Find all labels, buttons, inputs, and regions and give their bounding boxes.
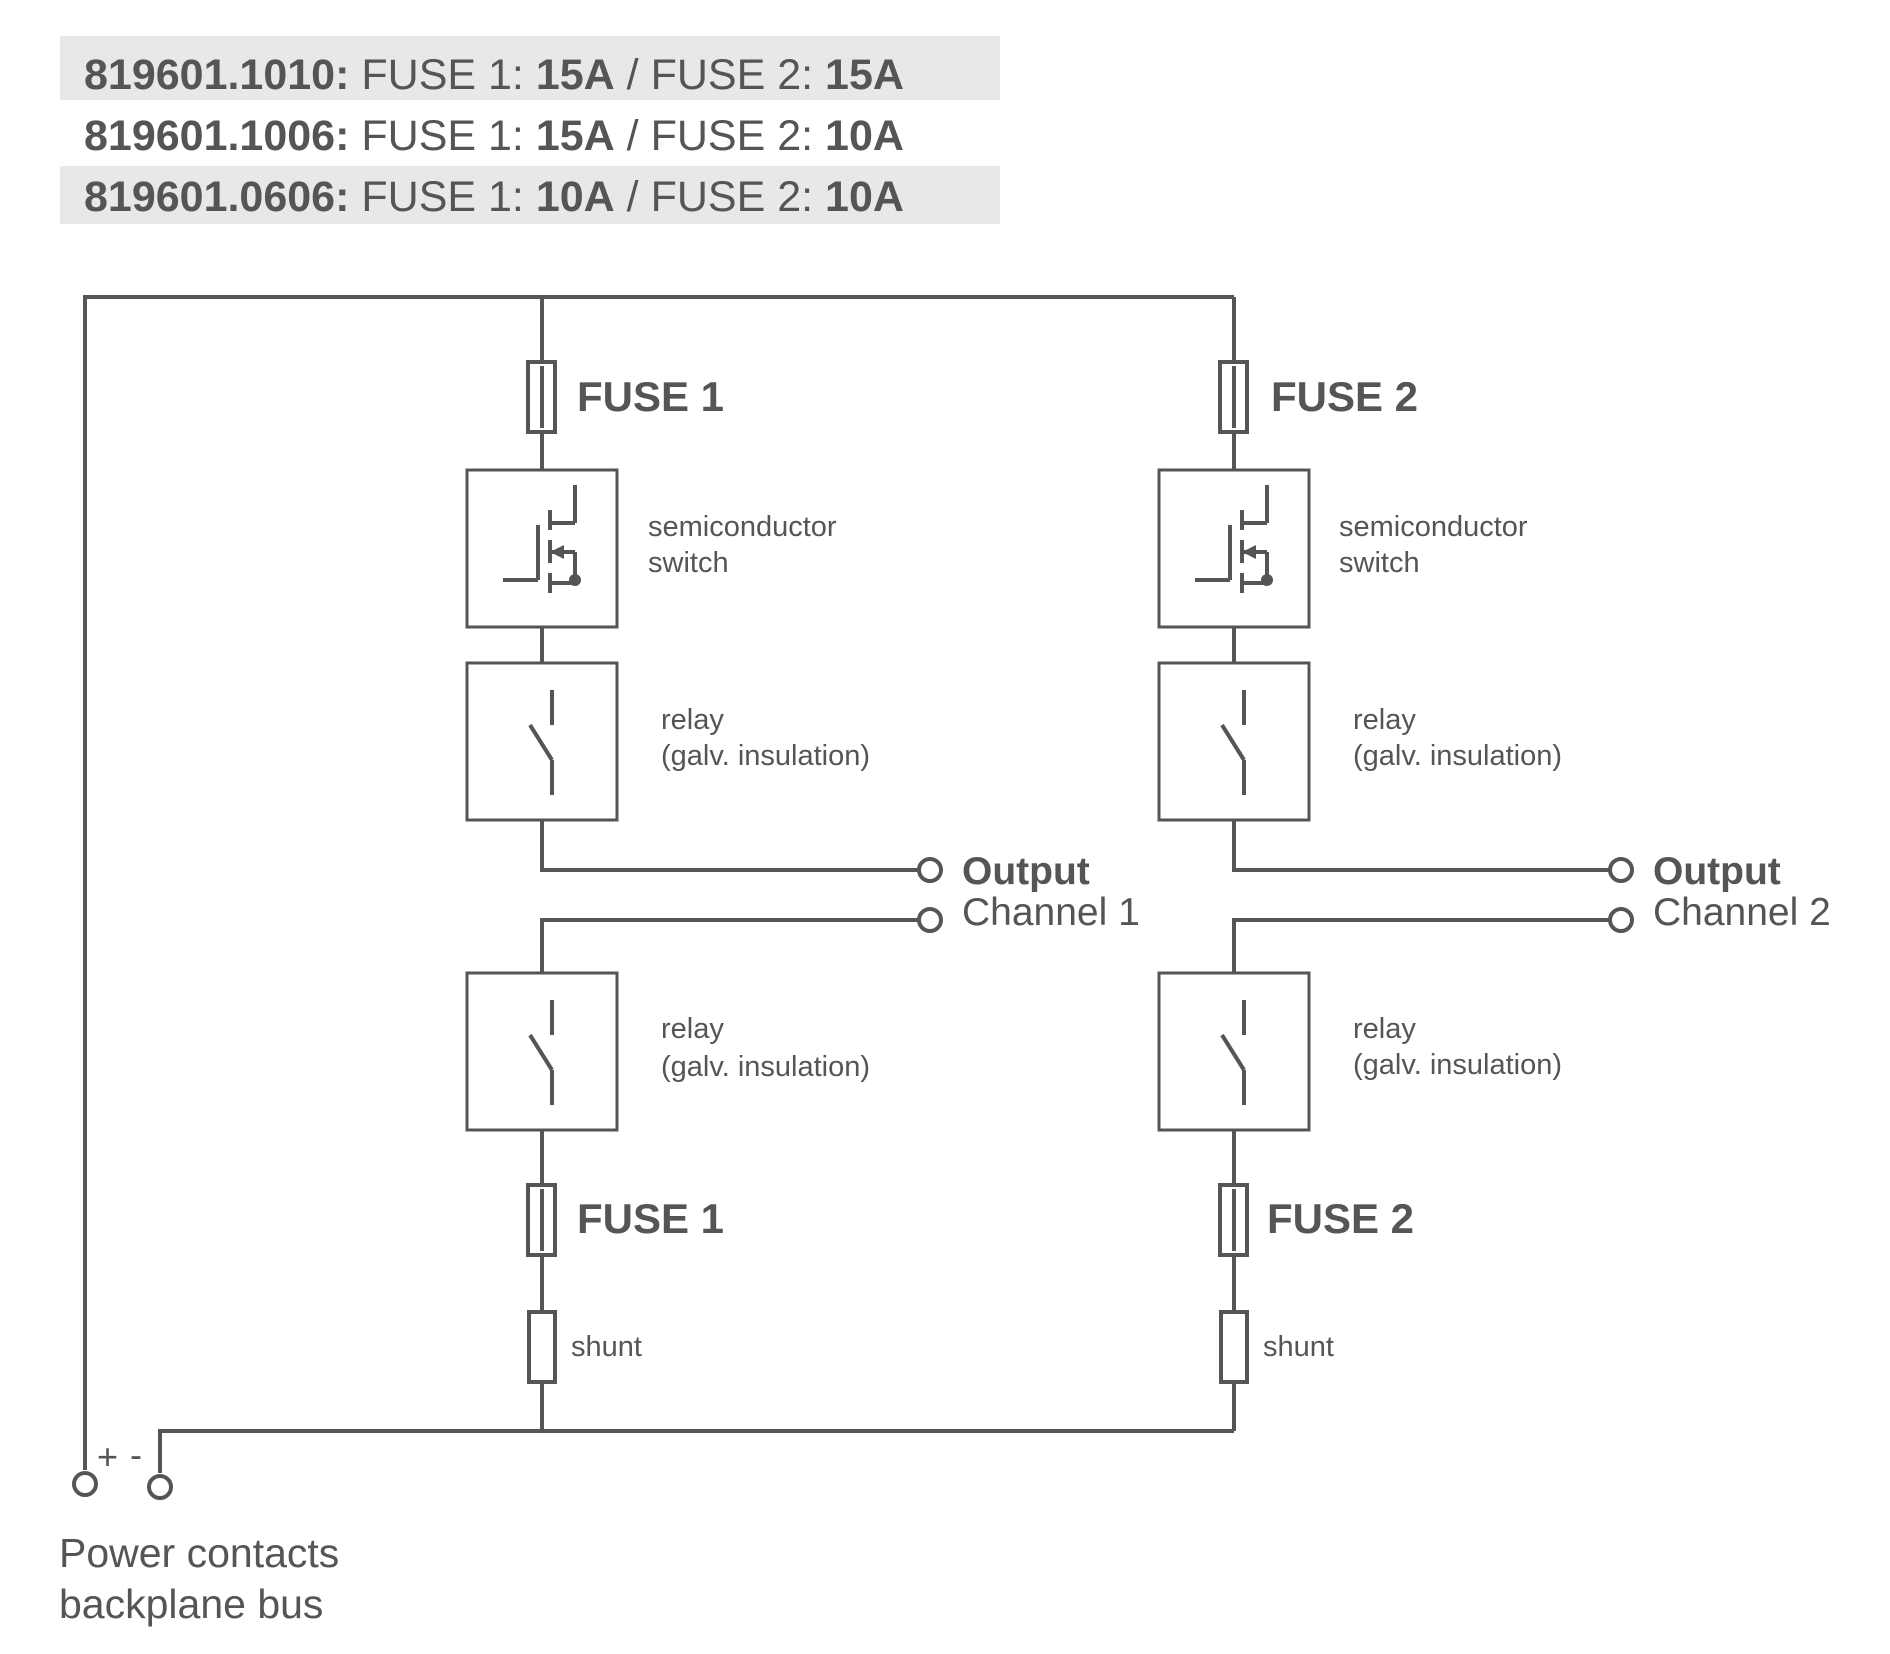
positive-sign: + — [97, 1436, 118, 1477]
output-1-wire-a — [540, 820, 919, 872]
fuse2-rating: 10A — [825, 112, 904, 160]
part-number: 819601.1006: — [84, 112, 349, 160]
fuse1-rating: 15A — [536, 112, 615, 160]
mosfet-icon — [503, 485, 581, 593]
output-1-terminal-b — [917, 907, 943, 933]
mosfet-icon — [1195, 485, 1273, 593]
shunt-2-symbol — [1219, 1310, 1249, 1384]
relay-2-top-label: relay (galv. insulation) — [1353, 704, 1562, 772]
fuse2-rating: 10A — [825, 173, 904, 221]
negative-bus-wire — [158, 1429, 1234, 1473]
separator: / — [627, 173, 639, 221]
shunt-1-symbol — [527, 1310, 557, 1384]
output-1-terminal-a — [917, 857, 943, 883]
output-1-wire-b — [540, 918, 919, 973]
output-2-terminal-a — [1608, 857, 1634, 883]
fuse-spec-table: 819601.1010: FUSE 1: 15A / FUSE 2: 15A 8… — [60, 36, 1000, 224]
semiconductor-switch-1-label: semiconductor switch — [648, 511, 845, 579]
shunt-1-label: shunt — [571, 1331, 642, 1363]
fuse1-label: FUSE 1: — [361, 112, 524, 160]
output-2-wire-b — [1232, 918, 1610, 973]
relay-switch-icon — [528, 690, 554, 795]
output-2-terminal-b — [1608, 907, 1634, 933]
fuse1-label: FUSE 1: — [361, 173, 524, 221]
semiconductor-switch-2-label: semiconductor switch — [1339, 511, 1536, 579]
output-2-title: Output — [1653, 850, 1781, 893]
relay-2-bottom-label: relay (galv. insulation) — [1353, 1013, 1562, 1081]
part-number: 819601.0606: — [84, 173, 349, 221]
fuse-1-bottom-label: FUSE 1 — [577, 1195, 724, 1242]
output-2-wire-a — [1232, 820, 1610, 872]
semiconductor-switch-2-block — [1157, 468, 1311, 629]
relay-switch-icon — [1220, 1000, 1246, 1105]
fuse1-rating: 15A — [536, 51, 615, 99]
spec-row-3-shade — [60, 166, 1000, 224]
channel-1: FUSE 1 semiconductor switch — [465, 297, 1140, 1431]
fuse1-label: FUSE 1: — [361, 51, 524, 99]
negative-terminal — [147, 1474, 173, 1500]
relay-1-bottom-label: relay (galv. insulation) — [661, 1013, 870, 1083]
part-number: 819601.1010: — [84, 51, 349, 99]
semiconductor-switch-1-block — [465, 468, 619, 629]
fuse2-label: FUSE 2: — [651, 112, 814, 160]
fuse2-rating: 15A — [825, 51, 904, 99]
negative-sign: - — [130, 1434, 142, 1475]
separator: / — [627, 112, 639, 160]
power-contacts-label: Power contacts backplane bus — [59, 1530, 351, 1627]
output-1-channel: Channel 1 — [962, 891, 1140, 934]
spec-row-1: 819601.1010: FUSE 1: 15A / FUSE 2: 15A — [84, 51, 904, 99]
fuse-2-top-label: FUSE 2 — [1271, 373, 1418, 420]
relay-1-top-label: relay (galv. insulation) — [661, 704, 870, 772]
positive-terminal — [72, 1471, 98, 1497]
relay-switch-icon — [1220, 690, 1246, 795]
positive-bus-wire — [83, 295, 1234, 1470]
relay-switch-icon — [528, 1000, 554, 1105]
spec-row-3: 819601.0606: FUSE 1: 10A / FUSE 2: 10A — [84, 173, 904, 221]
fuse2-label: FUSE 2: — [651, 51, 814, 99]
output-2-channel: Channel 2 — [1653, 891, 1831, 934]
fuse2-label: FUSE 2: — [651, 173, 814, 221]
fuse-1-top-label: FUSE 1 — [577, 373, 724, 420]
separator: / — [627, 51, 639, 99]
fuse1-rating: 10A — [536, 173, 615, 221]
channel-2: FUSE 2 semiconductor switch — [1157, 297, 1831, 1431]
spec-row-2: 819601.1006: FUSE 1: 15A / FUSE 2: 10A — [84, 112, 904, 160]
fuse-2-bottom-label: FUSE 2 — [1267, 1195, 1414, 1242]
output-1-title: Output — [962, 850, 1090, 893]
power-contacts: + - Power contacts backplane bus — [59, 1434, 351, 1627]
bus-wiring — [83, 295, 1234, 1473]
spec-row-1-shade — [60, 36, 1000, 100]
shunt-2-label: shunt — [1263, 1331, 1334, 1363]
